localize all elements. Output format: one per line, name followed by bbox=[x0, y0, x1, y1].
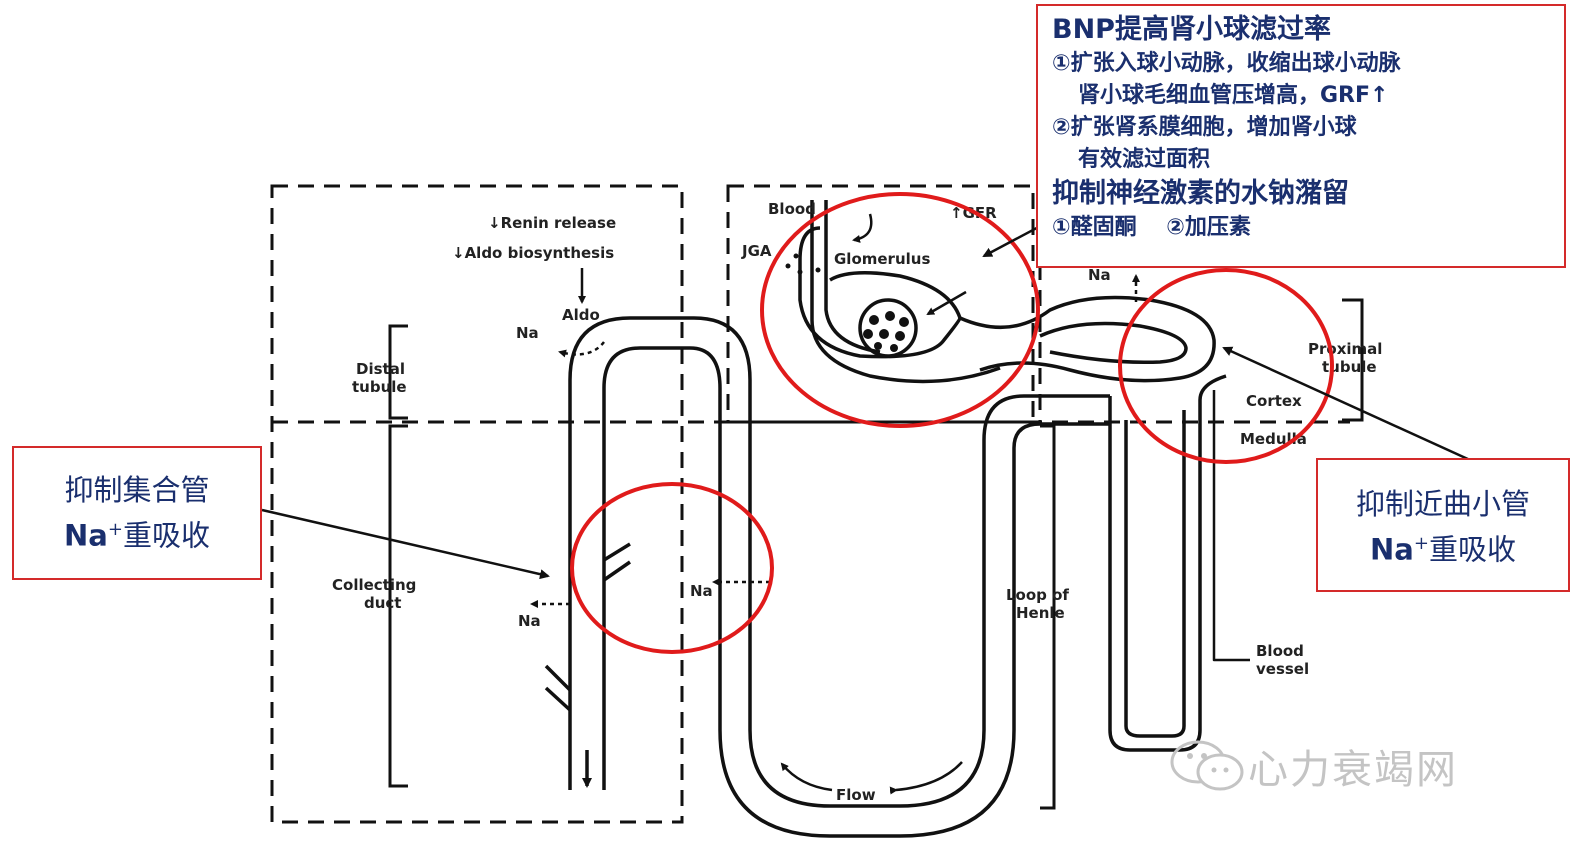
distal-bracket bbox=[388, 324, 408, 420]
glomerulus-dots bbox=[785, 253, 909, 352]
collecting-duct-annotation-box: 抑制集合管 Na+重吸收 bbox=[12, 446, 262, 580]
watermark-text: 心力衰竭网 bbox=[1248, 747, 1458, 793]
loop-bracket bbox=[1040, 424, 1056, 810]
loop-label-line2: Henle bbox=[1016, 604, 1065, 622]
proximal-loop bbox=[959, 295, 1216, 383]
blood-vessel-line bbox=[1212, 390, 1250, 662]
branch-lower bbox=[544, 664, 572, 712]
collecting-bracket bbox=[388, 424, 408, 788]
prox-box-line-2: Na+重吸收 bbox=[1318, 524, 1568, 570]
proximal-label-line2: tubule bbox=[1322, 358, 1377, 376]
collect-box-na: Na bbox=[64, 518, 108, 553]
collect-box-rest: 重吸收 bbox=[122, 518, 210, 553]
cortex-label: Cortex bbox=[1246, 392, 1302, 410]
prox-box-line-1: 抑制近曲小管 bbox=[1355, 487, 1530, 521]
branch-upper bbox=[603, 542, 631, 582]
jga-label: JGA bbox=[741, 242, 772, 260]
bowman-capsule-mid bbox=[829, 271, 962, 319]
collect-box-line-1: 抑制集合管 bbox=[64, 473, 210, 507]
collect-box-plus: + bbox=[107, 519, 123, 540]
highlight-circles bbox=[570, 192, 1334, 654]
glomerulus-highlight-circle bbox=[760, 192, 1040, 428]
loop-label-line1: Loop of bbox=[1006, 586, 1069, 604]
wechat-icon bbox=[1170, 740, 1244, 791]
glomerulus-region-box bbox=[726, 184, 1035, 424]
proximal-tubule-annotation-box: 抑制近曲小管 Na+重吸收 bbox=[1316, 458, 1570, 592]
collecting-na-label: Na bbox=[518, 612, 541, 630]
tubules bbox=[544, 200, 1250, 838]
blood-vessel-label-line1: Blood bbox=[1256, 642, 1304, 660]
prox-pointer-arrow bbox=[1222, 346, 1471, 462]
bnp-line-2: 肾小球毛细血管压增高，GRF↑ bbox=[1078, 83, 1389, 108]
proximal-na-label: Na bbox=[1088, 266, 1111, 284]
aldo-biosynthesis-label: ↓Aldo biosynthesis bbox=[452, 244, 614, 262]
brackets bbox=[388, 298, 1364, 810]
bnp-line-5: ①醛固酮 ②加压素 bbox=[1052, 215, 1251, 240]
watermark: 心力衰竭网 bbox=[1168, 738, 1458, 794]
right-limb-outer bbox=[1108, 374, 1227, 752]
right-limb-inner bbox=[1124, 410, 1186, 738]
distal-na-label: Na bbox=[516, 324, 539, 342]
loop-na-label: Na bbox=[690, 582, 713, 600]
glomerulus-tuft bbox=[858, 298, 918, 358]
blood-vessel-label-line2: vessel bbox=[1256, 660, 1309, 678]
distal-label-line2: tubule bbox=[352, 378, 407, 396]
distal-loop-outer bbox=[568, 316, 1110, 808]
bnp-line-4: 有效滤过面积 bbox=[1078, 147, 1211, 172]
bnp-annotation-box: BNP提高肾小球滤过率 ①扩张入球小动脉，收缩出球小动脉 肾小球毛细血管压增高，… bbox=[1036, 4, 1566, 268]
prox-box-plus: + bbox=[1413, 533, 1429, 554]
flow-arrow-left bbox=[780, 762, 833, 792]
bnp-title: BNP提高肾小球滤过率 bbox=[1052, 14, 1331, 45]
bowman-capsule-outer bbox=[798, 226, 962, 359]
bnp-title-2: 抑制神经激素的水钠潴留 bbox=[1052, 178, 1349, 209]
blood-vessel-in bbox=[810, 200, 1001, 384]
glomerulus-label: Glomerulus bbox=[834, 250, 930, 268]
prox-box-rest: 重吸收 bbox=[1428, 532, 1516, 567]
bnp-line-1: ①扩张入球小动脉，收缩出球小动脉 bbox=[1052, 51, 1401, 76]
proximal-bracket bbox=[1342, 298, 1364, 422]
collect-box-line-2: Na+重吸收 bbox=[14, 510, 260, 556]
proximal-loop-inner bbox=[1039, 321, 1188, 365]
blood-curl-arrow bbox=[852, 213, 873, 243]
aldo-label: Aldo bbox=[562, 306, 600, 324]
blood-label: Blood bbox=[768, 200, 816, 218]
collect-pointer-arrow bbox=[261, 508, 550, 580]
distal-loop-inner bbox=[602, 346, 1110, 838]
proximal-label-line1: Proximal bbox=[1308, 340, 1382, 358]
prox-box-na: Na bbox=[1370, 532, 1414, 567]
flow-label: Flow bbox=[836, 786, 876, 804]
collecting-highlight-circle bbox=[570, 482, 774, 654]
proximal-highlight-circle bbox=[1118, 268, 1334, 464]
diagram-arrows bbox=[530, 213, 1140, 795]
collecting-label-line1: Collecting bbox=[332, 576, 416, 594]
renin-label: ↓Renin release bbox=[488, 214, 616, 232]
distal-region-box bbox=[270, 184, 684, 824]
collecting-label-line2: duct bbox=[364, 594, 401, 612]
aldo-na-arrow bbox=[558, 341, 605, 358]
glomerulus-arrow bbox=[926, 290, 967, 316]
bnp-line-3: ②扩张肾系膜细胞，增加肾小球 bbox=[1052, 115, 1357, 140]
flow-arrow-right bbox=[889, 761, 963, 795]
distal-label-line1: Distal bbox=[356, 360, 405, 378]
diagram-labels: ↓Renin release ↓Aldo biosynthesis Aldo N… bbox=[332, 200, 1382, 804]
